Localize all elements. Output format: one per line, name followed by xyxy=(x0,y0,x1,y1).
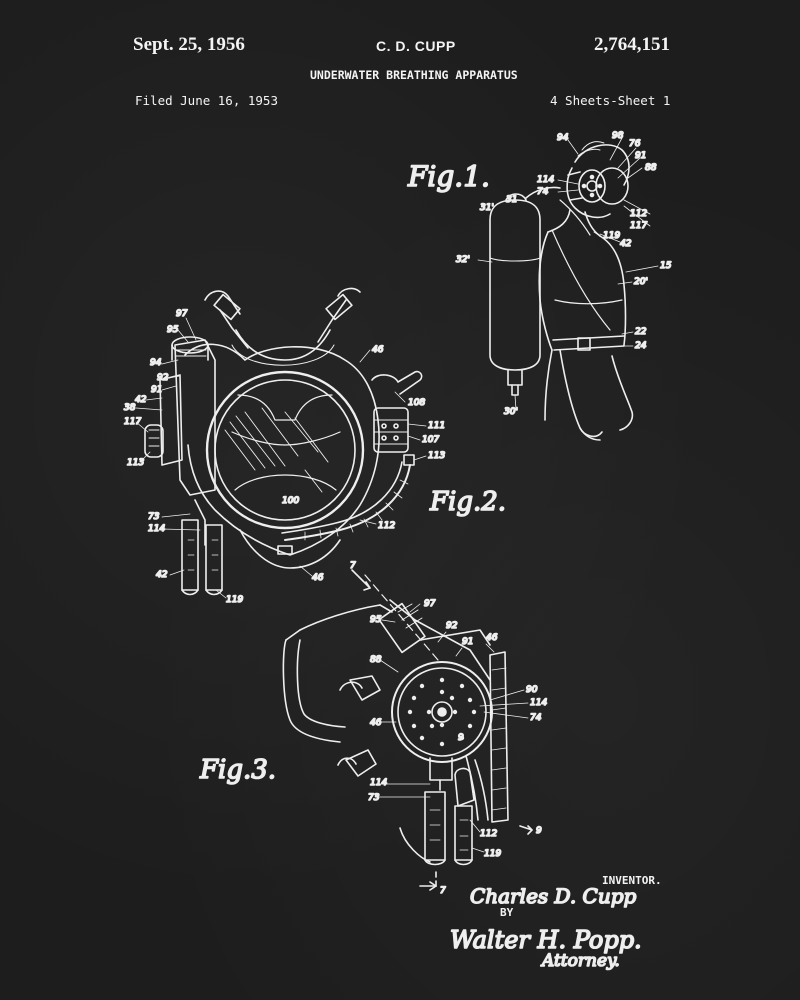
by-label: BY xyxy=(500,906,514,919)
label: 24 xyxy=(635,341,647,351)
patent-title: UNDERWATER BREATHING APPARATUS xyxy=(310,68,518,82)
label: 114 xyxy=(148,524,165,534)
label: 119 xyxy=(226,595,243,605)
label: 31' xyxy=(480,203,494,213)
patent-number: 2,764,151 xyxy=(594,34,670,55)
label: 46 xyxy=(370,718,382,728)
patent-date: Sept. 25, 1956 xyxy=(133,34,245,55)
label: 95 xyxy=(167,325,179,335)
label: 74 xyxy=(537,187,549,197)
label: 94 xyxy=(150,358,162,368)
label: 114 xyxy=(370,778,387,788)
figure-3-mask-side xyxy=(282,569,533,891)
label: 74 xyxy=(530,713,542,723)
label: 108 xyxy=(408,398,425,408)
label: 15 xyxy=(660,261,672,271)
label: 91 xyxy=(462,637,473,647)
label: 31 xyxy=(506,195,517,205)
figure-1-labels: 94 98 76 91 88 114 74 31 31' 112 117 119… xyxy=(455,130,672,418)
label: 91 xyxy=(635,151,646,161)
label: 119 xyxy=(603,231,620,241)
inventor-short-name: C. D. CUPP xyxy=(376,38,456,54)
label: 92 xyxy=(446,621,458,631)
label: 22 xyxy=(635,327,647,337)
label: 114 xyxy=(530,698,547,708)
label: 92 xyxy=(157,373,169,383)
label: 88 xyxy=(645,163,657,173)
label: 113 xyxy=(428,451,445,461)
figure-2-labels: 97 95 94 92 91 38 42 117 113 46 108 111 … xyxy=(123,308,446,606)
label: 90 xyxy=(526,685,538,695)
label: 112 xyxy=(480,829,497,839)
label: 111 xyxy=(428,421,445,431)
figure-3-caption: Fig.3. xyxy=(199,755,276,785)
label: 38 xyxy=(124,403,136,413)
inventor-label: INVENTOR. xyxy=(602,874,662,887)
label: 7 xyxy=(350,561,356,571)
label: 46 xyxy=(312,573,324,583)
figure-2-caption: Fig.2. xyxy=(429,487,506,517)
attorney-label: Attorney. xyxy=(540,951,620,971)
label: 76 xyxy=(629,139,641,149)
label: 9 xyxy=(458,733,464,743)
figure-1-caption: Fig.1. xyxy=(407,160,490,193)
label: 42 xyxy=(620,239,632,249)
label: 114 xyxy=(537,175,554,185)
label: 7 xyxy=(440,886,446,896)
regulator-holes xyxy=(407,677,477,747)
label: 20' xyxy=(634,277,648,287)
figure-2-mask xyxy=(144,287,423,596)
label: 97 xyxy=(176,309,188,319)
filed-date: Filed June 16, 1953 xyxy=(135,93,278,108)
label: 46 xyxy=(486,633,498,643)
label: 112 xyxy=(378,521,395,531)
sheet-count: 4 Sheets-Sheet 1 xyxy=(550,93,671,108)
label: 30' xyxy=(504,407,518,417)
label: 107 xyxy=(422,435,439,445)
label: 117 xyxy=(124,417,141,427)
label: 32' xyxy=(456,255,470,265)
label: 113 xyxy=(127,458,144,468)
label: 95 xyxy=(370,615,382,625)
label: 119 xyxy=(484,849,501,859)
label: 73 xyxy=(368,793,380,803)
label: 100 xyxy=(282,496,299,506)
label: 88 xyxy=(370,655,382,665)
figure-3-labels: 7 97 95 92 91 46 88 90 114 74 46 9 114 7… xyxy=(349,560,548,897)
label: 117 xyxy=(630,221,647,231)
label: 73 xyxy=(148,512,160,522)
label: 94 xyxy=(557,133,569,143)
figure-1-diver xyxy=(489,141,634,441)
attorney-signature: Walter H. Popp. xyxy=(450,926,642,954)
label: 97 xyxy=(424,599,436,609)
label: 98 xyxy=(612,131,624,141)
inventor-signature: Charles D. Cupp xyxy=(470,884,637,908)
label: 46 xyxy=(372,345,384,355)
label: 91 xyxy=(151,385,162,395)
label: 42 xyxy=(156,570,168,580)
label: 42 xyxy=(135,395,147,405)
label: 9 xyxy=(536,826,542,836)
label: 112 xyxy=(630,209,647,219)
